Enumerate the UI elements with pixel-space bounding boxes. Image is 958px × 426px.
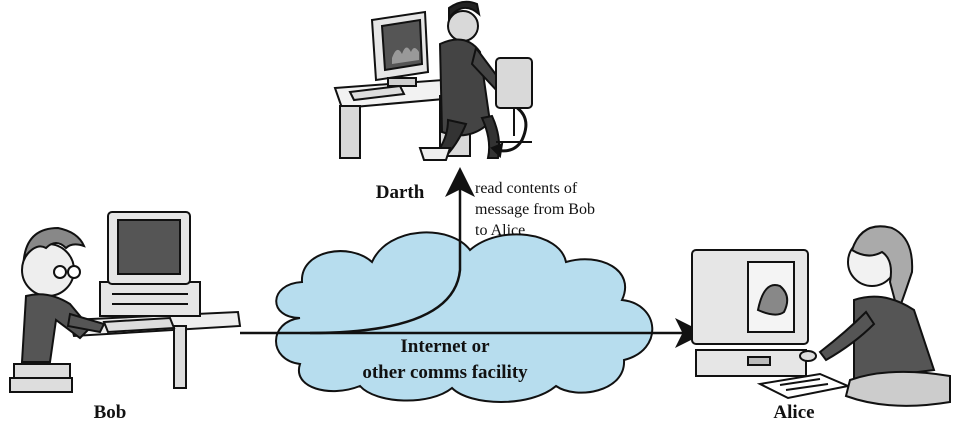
alice-illustration: Alice [691, 225, 951, 423]
arrow-intercept-to-darth [309, 167, 475, 335]
person-at-computer-icon [9, 211, 242, 393]
network-label-line-2: other comms facility [362, 362, 528, 383]
eavesdropper-at-computer-icon [333, 0, 533, 161]
network-cloud: Internet or other comms facility [275, 231, 654, 403]
annotation-line-1: read contents of [475, 180, 578, 197]
darth-label: Darth [376, 182, 425, 203]
eavesdrop-annotation: read contents of message from Bob to Ali… [475, 180, 595, 239]
person-at-computer-icon [691, 225, 951, 407]
network-label-line-1: Internet or [400, 336, 490, 357]
alice-label: Alice [773, 402, 814, 423]
bob-illustration: Bob [9, 211, 242, 423]
message-flow [240, 167, 705, 348]
bob-label: Bob [94, 402, 127, 423]
annotation-line-2: message from Bob [475, 201, 595, 218]
darth-illustration: Darth [333, 0, 533, 203]
cloud-icon [275, 231, 654, 403]
